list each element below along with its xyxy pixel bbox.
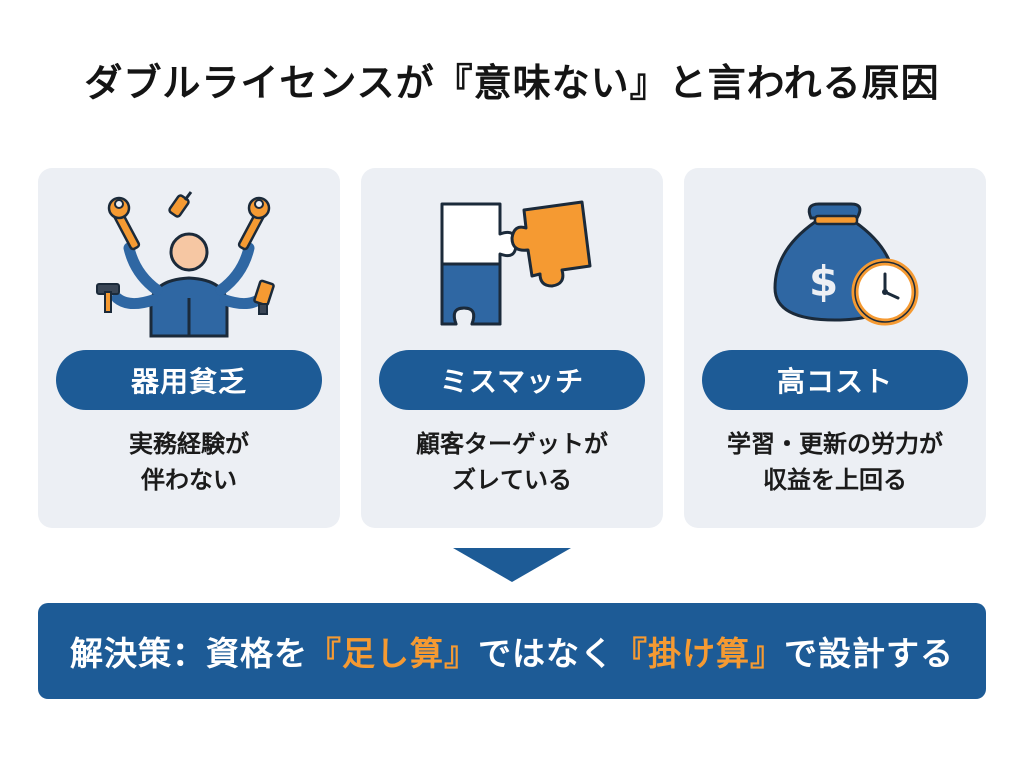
cause-label: 高コスト <box>702 350 968 410</box>
puzzle-pieces-icon <box>440 200 592 326</box>
solution-text-middle: ではなく <box>478 634 614 673</box>
cause-description: 学習・更新の労力が 収益を上回る <box>694 426 976 498</box>
highlight-multiplication: 『掛け算』 <box>614 634 784 673</box>
cause-label: ミスマッチ <box>379 350 645 410</box>
cause-description: 実務経験が 伴わない <box>48 426 330 498</box>
page-title: ダブルライセンスが『意味ない』と言われる原因 <box>84 61 940 105</box>
cause-card-jack-of-all-trades: 器用貧乏 実務経験が 伴わない <box>38 168 340 528</box>
money-bag-clock-icon: $ <box>773 202 919 326</box>
description-line: 学習・更新の労力が <box>727 430 943 458</box>
solution-text-suffix: で設計する <box>784 634 954 673</box>
description-line: 伴わない <box>141 466 237 494</box>
description-line: 顧客ターゲットが <box>416 430 608 458</box>
cause-card-high-cost: $ 高コスト 学習・更新の労力が 収益を上回る <box>684 168 986 528</box>
description-line: ズレている <box>452 466 572 494</box>
down-arrow-icon <box>453 548 571 582</box>
svg-text:$: $ <box>809 257 838 306</box>
highlight-addition: 『足し算』 <box>308 634 478 673</box>
cause-card-mismatch: ミスマッチ 顧客ターゲットが ズレている <box>361 168 663 528</box>
cause-description: 顧客ターゲットが ズレている <box>371 426 653 498</box>
solution-text-prefix: 解決策：資格を <box>70 634 308 673</box>
solution-banner: 解決策：資格を 『足し算』 ではなく 『掛け算』 で設計する <box>38 603 986 699</box>
multitasking-person-icon <box>96 191 275 338</box>
description-line: 収益を上回る <box>763 466 907 494</box>
description-line: 実務経験が <box>129 430 249 458</box>
cause-label: 器用貧乏 <box>56 350 322 410</box>
